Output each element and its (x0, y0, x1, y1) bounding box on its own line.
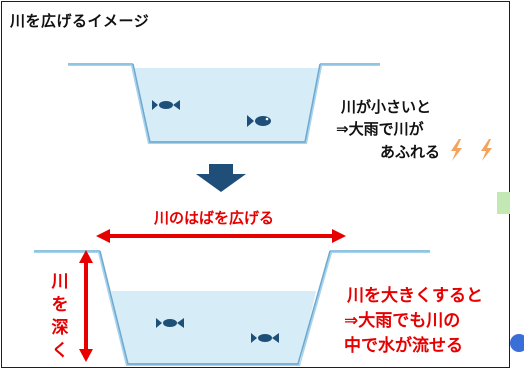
top-note-line3: あふれる (380, 143, 441, 161)
fish-icon (247, 115, 271, 127)
deepen-char-2: を (51, 295, 69, 315)
side-accent (497, 192, 510, 214)
bottom-note-line1: 川を大きくすると (347, 286, 483, 306)
top-note-line2: ⇒大雨で川が (336, 120, 424, 138)
water-drop-icon (510, 334, 524, 352)
large-river (34, 250, 430, 366)
bottom-note-line3: 中で水が流せる (344, 336, 463, 356)
lightning-icon (451, 139, 462, 161)
deepen-char-3: 深 (51, 318, 69, 338)
lightning-icon (481, 139, 492, 161)
widen-label: 川のはばを広げる (154, 209, 275, 227)
bottom-note-line2: ⇒大雨でも川の (344, 311, 461, 331)
fish-icon (156, 318, 184, 328)
fish-icon (251, 333, 279, 343)
deepen-arrow (79, 250, 93, 362)
deepen-char-1: 川 (51, 272, 69, 292)
page-title: 川を広げるイメージ (10, 12, 150, 30)
fish-icon (152, 100, 180, 110)
down-arrow-icon (196, 164, 246, 192)
small-river (68, 63, 380, 144)
top-note-line1: 川が小さいと (341, 98, 432, 116)
widen-arrow (96, 229, 346, 243)
side-strip (512, 0, 524, 371)
deepen-char-4: く (51, 341, 69, 361)
